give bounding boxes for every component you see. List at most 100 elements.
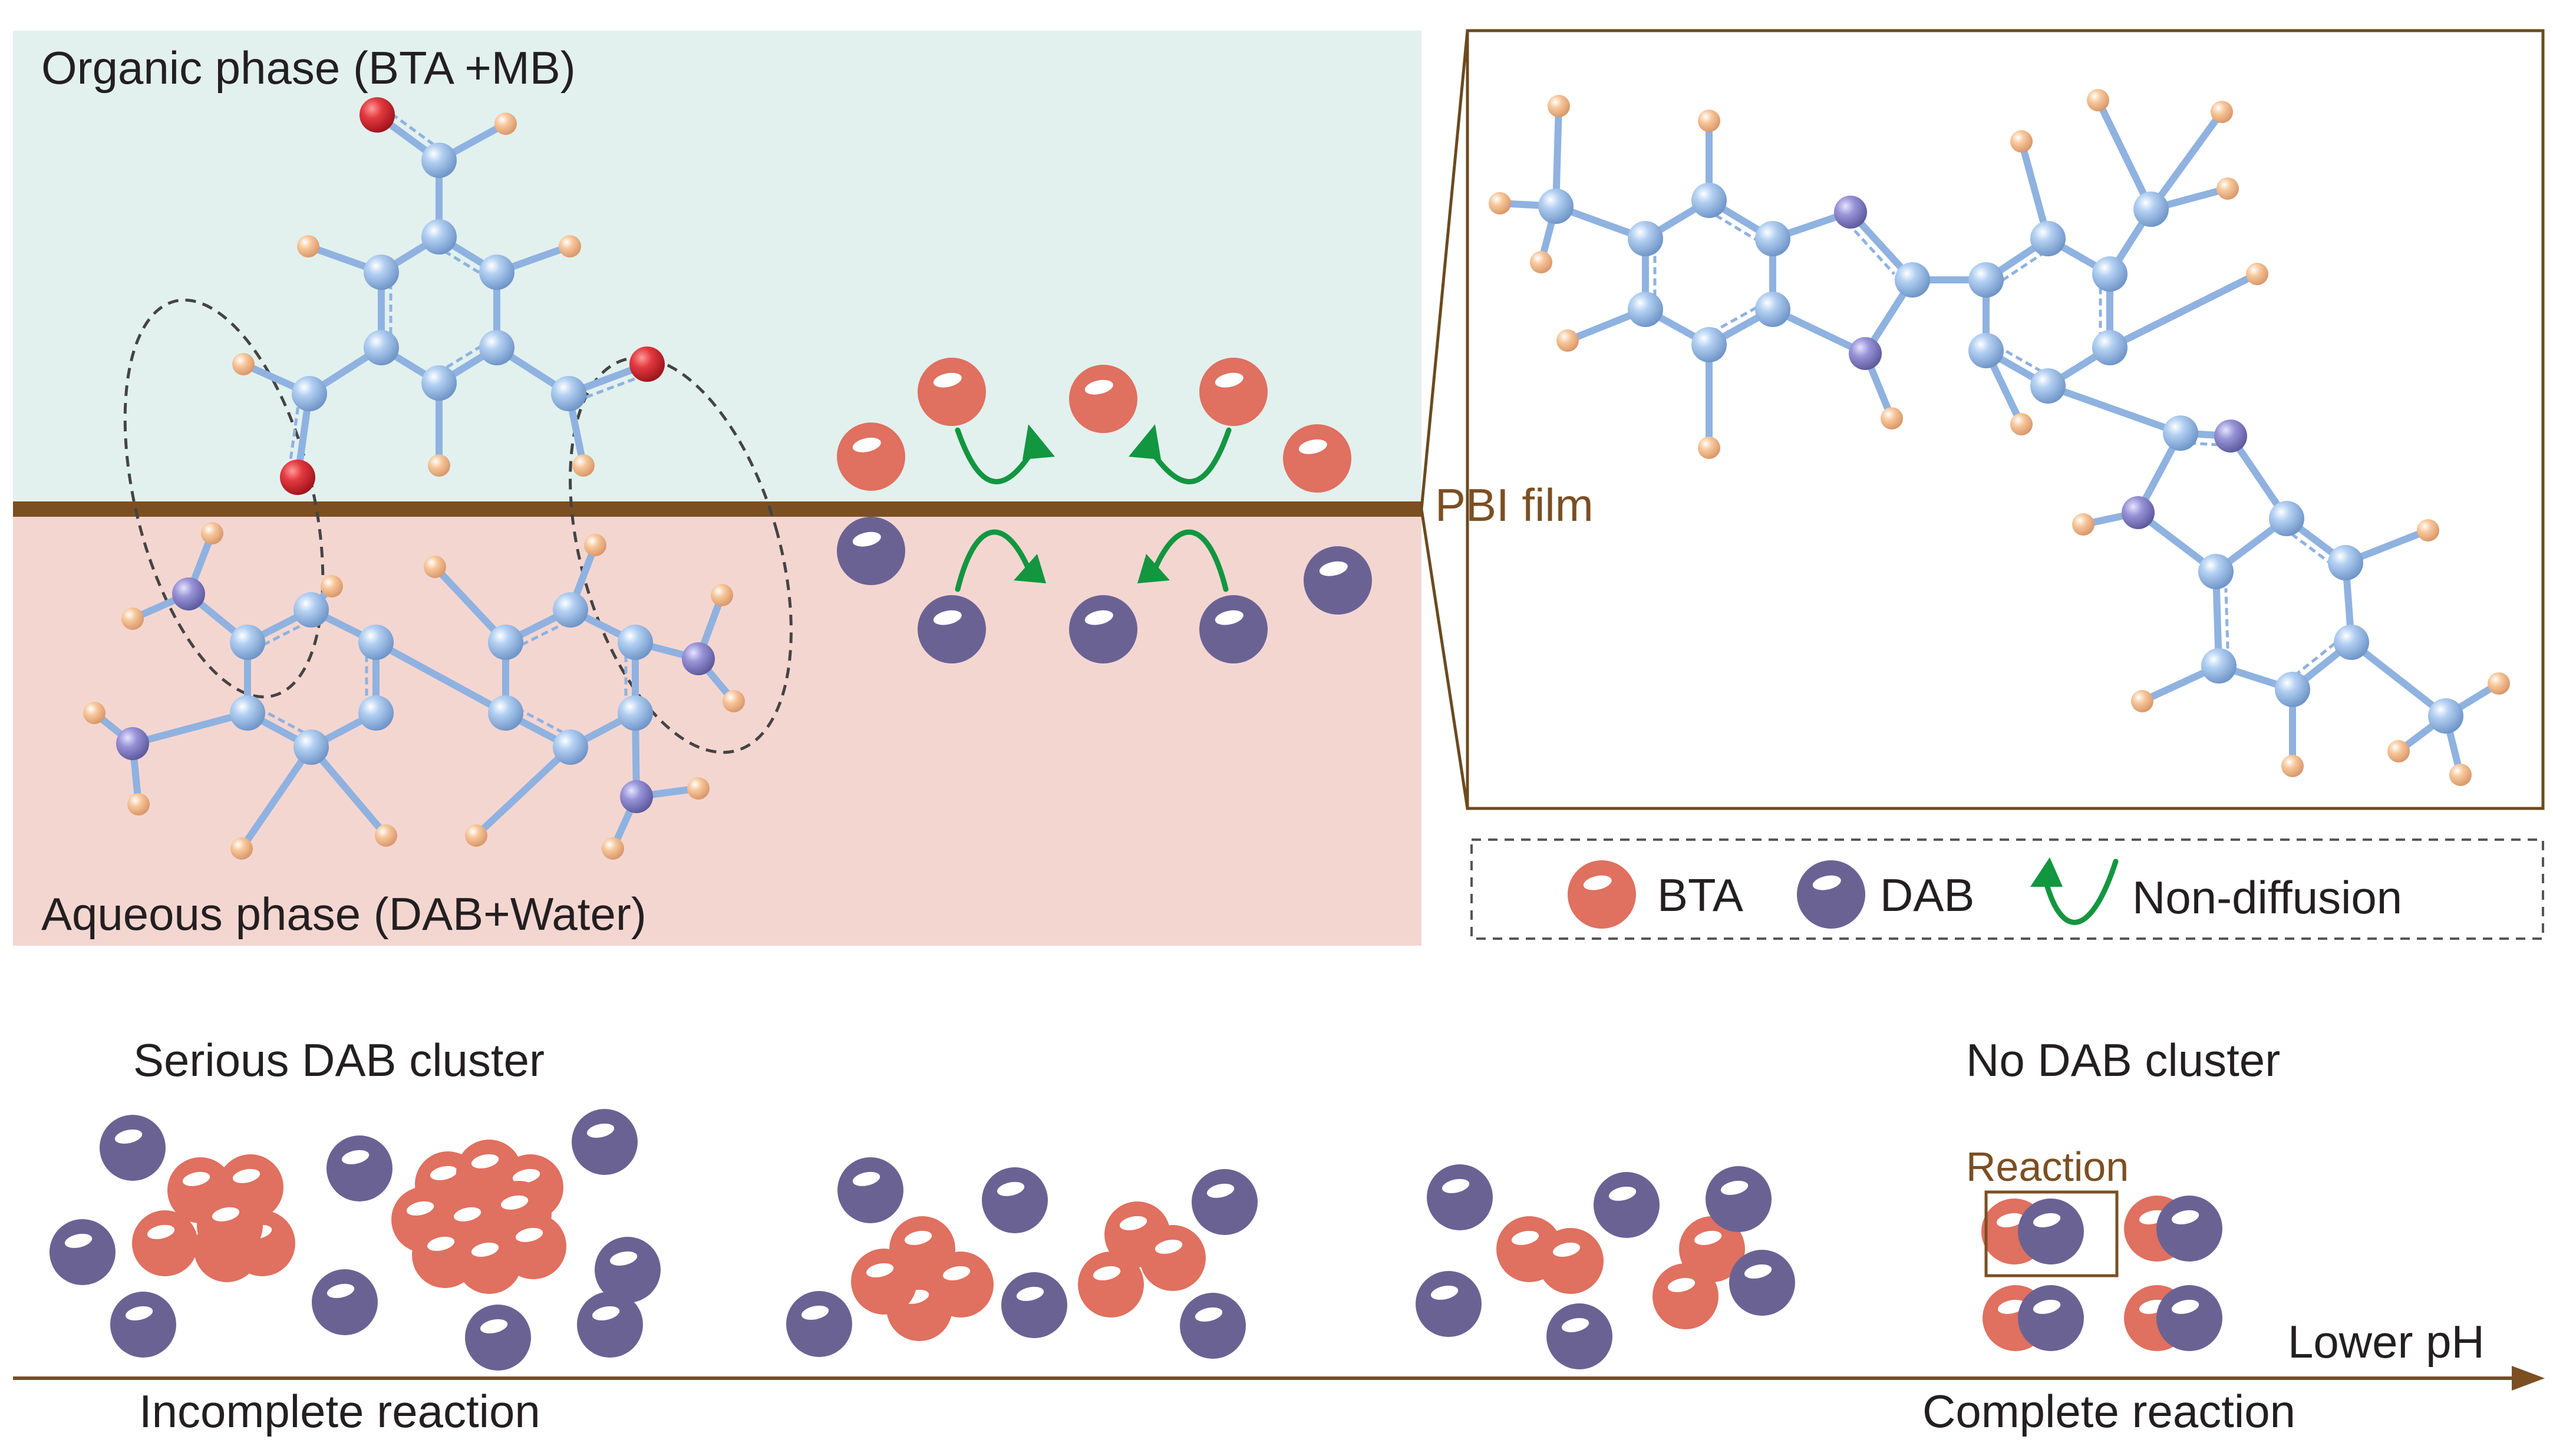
aromatic-bond (520, 622, 564, 646)
dab-highlight (1215, 610, 1243, 625)
carbon-atom (618, 695, 653, 731)
bta-sphere (851, 1249, 917, 1315)
dab-sphere (837, 517, 905, 585)
hydrogen-atom (127, 793, 150, 816)
non-diffusion-arrow (1129, 424, 1232, 484)
carbon-atom (2428, 698, 2463, 734)
ph-axis-label: Lower pH (2288, 1316, 2485, 1368)
hydrogen-atom (465, 824, 487, 847)
process-particles (50, 1109, 2222, 1371)
dab-highlight (341, 1150, 370, 1164)
legend-dab-highlight (1812, 875, 1841, 890)
dab-highlight (933, 610, 962, 625)
bta-highlight (904, 1230, 932, 1245)
dab-highlight (480, 1319, 508, 1333)
dab-particle (2018, 1199, 2084, 1264)
bta-highlight (515, 1227, 543, 1242)
aromatic-bond (1715, 306, 1758, 332)
dab-sphere (100, 1115, 166, 1181)
dab-highlight (2033, 1213, 2061, 1227)
hydrogen-atom (1698, 437, 1720, 459)
dab-particle (1069, 595, 1137, 663)
hydrogen-atom (83, 702, 105, 724)
nitrogen-atom (620, 780, 653, 813)
bta-highlight (1552, 1242, 1581, 1257)
dab-highlight (1720, 1180, 1749, 1195)
dab-highlight (1319, 561, 1348, 576)
nitrogen-atom (682, 642, 715, 675)
carbon-atom (2269, 501, 2304, 536)
carbon-atom (479, 330, 514, 365)
bta-highlight (1119, 1216, 1147, 1230)
dab-particle (465, 1305, 531, 1371)
incomplete-reaction-caption: Incomplete reaction (139, 1385, 540, 1437)
dab-sphere (2156, 1196, 2222, 1262)
dab-highlight (1561, 1318, 1589, 1332)
hydrogen-atom (2387, 740, 2410, 762)
bta-highlight (942, 1266, 971, 1280)
nitrogen-atom (1849, 337, 1882, 370)
aromatic-bond (2224, 588, 2229, 649)
carbon-atom (2275, 672, 2310, 707)
bta-sphere (500, 1213, 566, 1279)
carbon-atom (1968, 262, 2004, 298)
bta-highlight (212, 1207, 240, 1221)
dab-highlight (997, 1181, 1025, 1196)
aromatic-bond (262, 622, 305, 646)
legend-dab-particle (1797, 860, 1865, 929)
bta-sphere (1199, 358, 1268, 426)
hydrogen-atom (230, 837, 253, 860)
dab-particle (1199, 595, 1268, 663)
no-cluster-title: No DAB cluster (1966, 1034, 2281, 1086)
bta-sphere (837, 422, 905, 491)
dab-highlight (114, 1129, 143, 1144)
dab-highlight (1608, 1186, 1637, 1201)
nitrogen-atom (116, 727, 149, 760)
dab-particle (572, 1109, 638, 1175)
dab-sphere (837, 1157, 903, 1223)
aromatic-bond (2296, 642, 2336, 675)
hydrogen-atom (201, 522, 223, 544)
bta-highlight (147, 1224, 175, 1239)
aqueous-phase-label: Aqueous phase (DAB+Water) (41, 888, 647, 940)
carbon-atom (230, 695, 265, 731)
oxygen-atom (280, 460, 315, 495)
legend-dab-label: DAB (1880, 869, 1975, 921)
hydrogen-atom (2216, 177, 2239, 200)
bta-particle (837, 422, 905, 491)
dab-highlight (1016, 1286, 1044, 1301)
bta-particle (918, 358, 986, 426)
oxygen-atom (629, 346, 665, 382)
dab-particle (982, 1167, 1048, 1233)
dab-particle (1427, 1164, 1493, 1230)
hydrogen-atom (2449, 764, 2472, 786)
bta-highlight (1694, 1230, 1722, 1245)
bta-highlight (1298, 439, 1327, 454)
serious-cluster-title: Serious DAB cluster (133, 1034, 545, 1086)
bond (308, 744, 390, 839)
legend-box (1470, 838, 2544, 940)
dab-particle (100, 1115, 166, 1181)
dab-particle (2156, 1285, 2222, 1351)
bta-particle (1078, 1252, 1144, 1318)
bta-highlight (1215, 372, 1243, 388)
hydrogen-atom (424, 556, 446, 578)
carbon-atom (479, 255, 514, 290)
carbon-atom (293, 592, 329, 628)
bta-highlight (1155, 1239, 1183, 1254)
bta-highlight (1093, 1266, 1121, 1280)
hydrogen-atom (723, 690, 745, 712)
hydrogen-atom (584, 534, 606, 556)
hydrogen-atom (602, 837, 624, 860)
dab-particle (595, 1237, 661, 1303)
bta-highlight (1667, 1277, 1696, 1292)
bta-highlight (1511, 1230, 1539, 1245)
bta-highlight (512, 1168, 540, 1183)
reaction-site-ellipse-right (569, 356, 793, 754)
bta-sphere (918, 358, 986, 426)
hydrogen-atom (2281, 755, 2304, 777)
dab-particle (1729, 1250, 1795, 1316)
bta-particle (1199, 358, 1268, 426)
legend-bta-particle (1568, 860, 1636, 929)
bta-particle (1538, 1228, 1604, 1294)
